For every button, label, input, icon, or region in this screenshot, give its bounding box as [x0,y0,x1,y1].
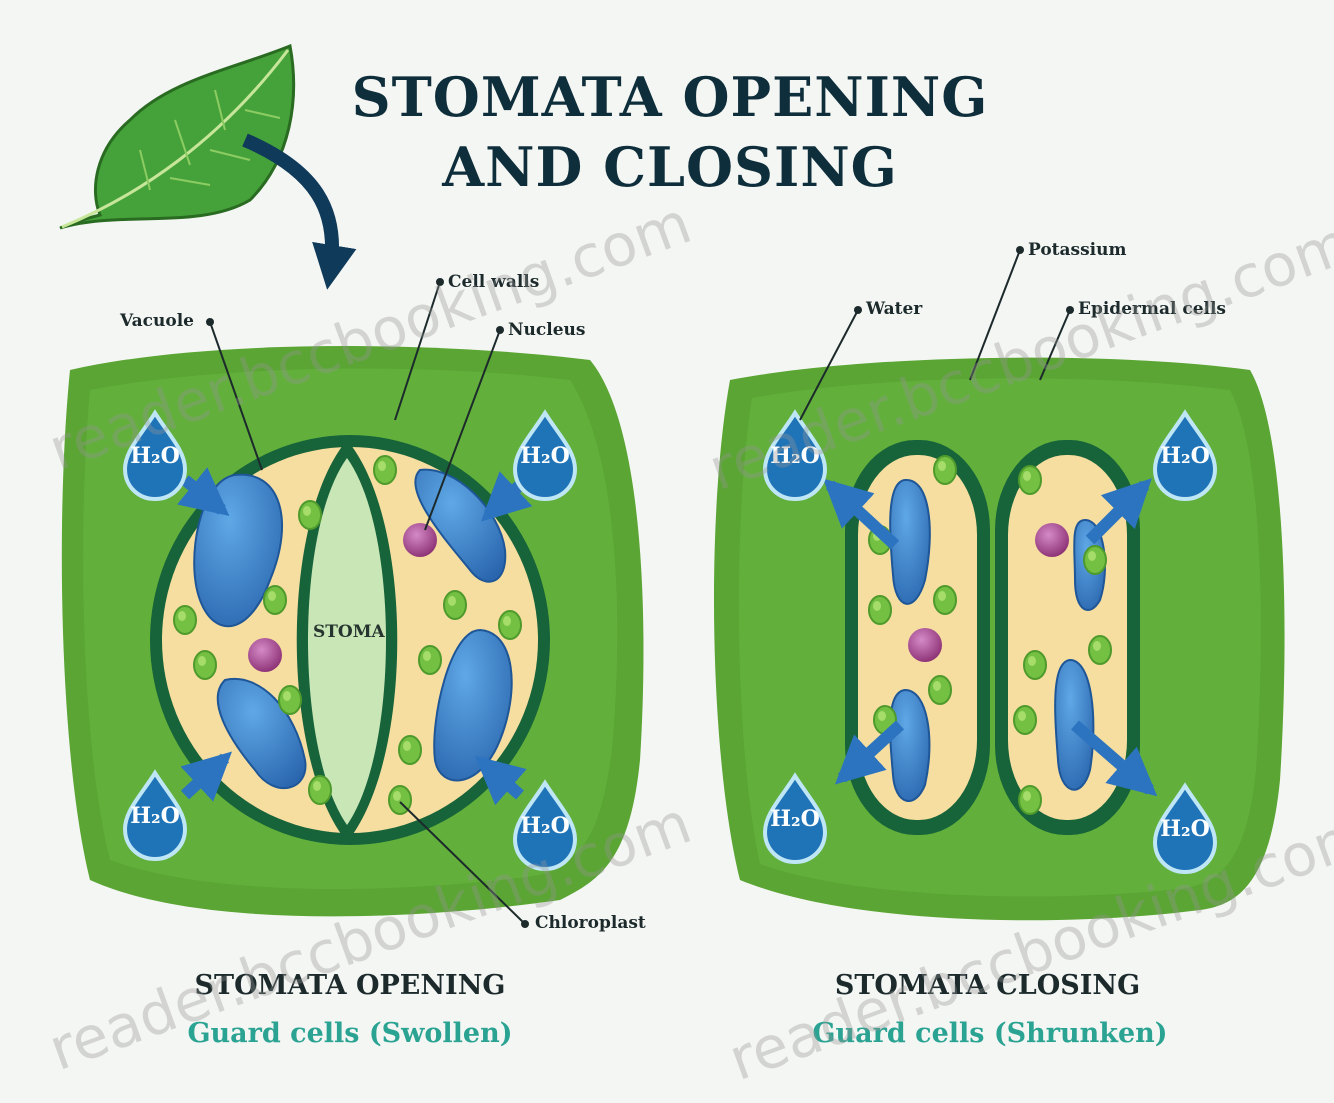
label-chloroplast: Chloroplast [535,913,646,933]
water-drop-label: H₂O [505,443,585,469]
water-drop-label: H₂O [1145,443,1225,469]
label-vacuole: Vacuole [120,311,194,331]
label-stoma: STOMA [313,622,385,642]
leaf-icon [60,46,294,228]
water-drop-label: H₂O [755,806,835,832]
label-nucleus: Nucleus [508,320,585,340]
label-potassium: Potassium [1028,240,1126,260]
water-drop-label: H₂O [115,803,195,829]
label-water: Water [866,299,922,319]
water-drop-label: H₂O [1145,816,1225,842]
title-line-1: STOMATA OPENING [340,62,1000,132]
diagram-title: STOMATA OPENING AND CLOSING [340,62,1000,202]
